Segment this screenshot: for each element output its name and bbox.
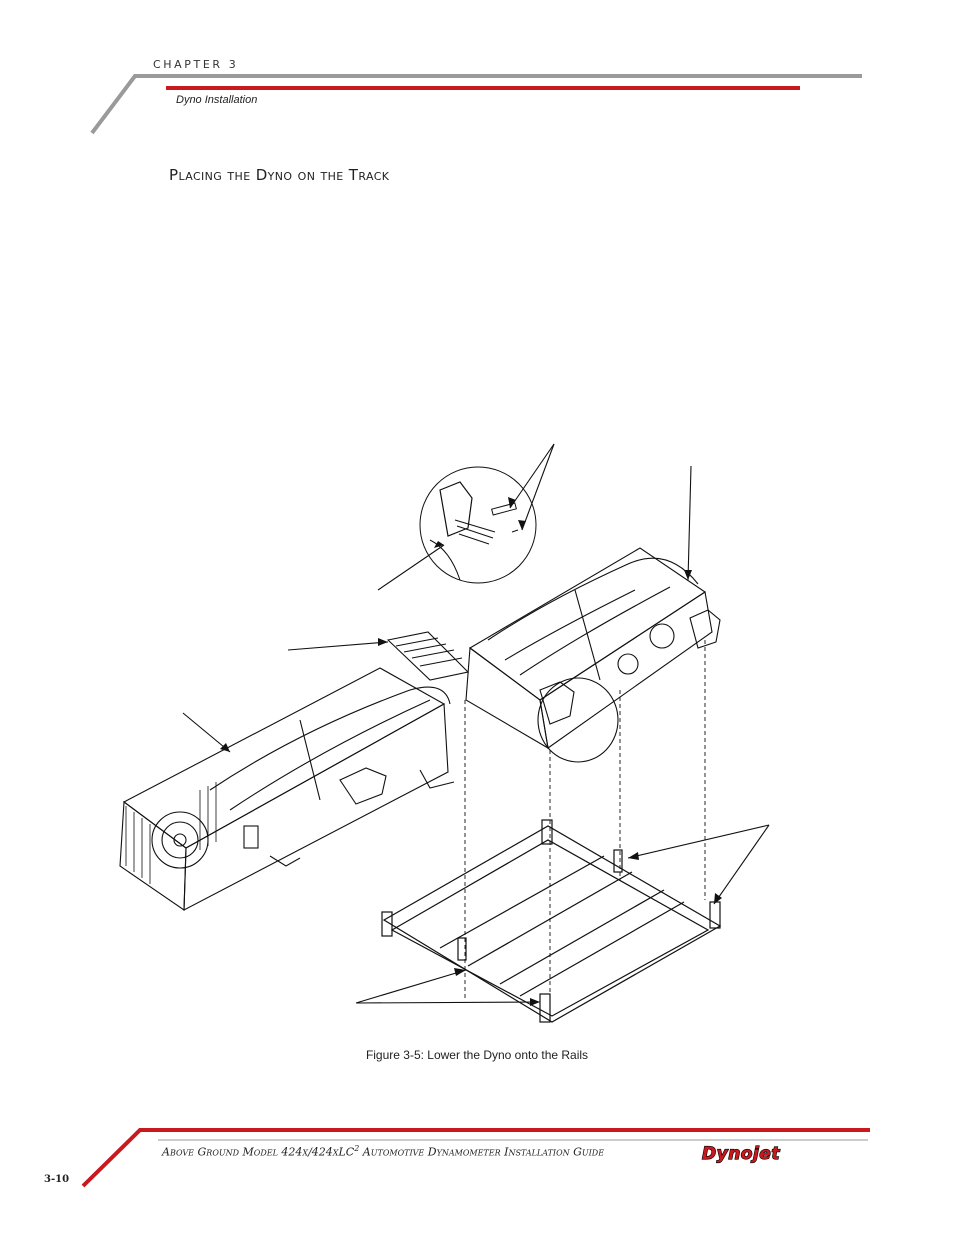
footer-rules [81, 1128, 870, 1188]
header-rules [90, 74, 862, 135]
header-gray-rule [90, 74, 862, 135]
rail-frame [381, 819, 722, 1023]
footer-red-rule [81, 1128, 870, 1188]
logo-text: Dynojet [702, 1144, 780, 1164]
footer-title-superscript: 2 [354, 1144, 360, 1153]
footer-title-main: Above Ground Model 424x/424xLC [162, 1145, 355, 1159]
footer-title-rest: Automotive Dynamometer Installation Guid… [359, 1145, 605, 1159]
detail-circle [419, 466, 537, 584]
figure-caption: Figure 3-5: Lower the Dyno onto the Rail… [365, 1048, 589, 1062]
installed-dyno [119, 667, 455, 912]
lifted-dyno [386, 547, 721, 763]
drop-guides [464, 640, 706, 1000]
callout-leaders [182, 443, 770, 1004]
page-number: 3-10 [44, 1174, 70, 1185]
dynojet-logo: Dynojet [701, 1143, 780, 1164]
chapter-label: CHAPTER 3 [153, 58, 239, 71]
section-name: Dyno Installation [176, 94, 258, 106]
footer-document-title: Above Ground Model 424x/424xLC2 Automoti… [162, 1144, 604, 1159]
callout-arrowheads [220, 497, 722, 1006]
page-heading: Placing the Dyno on the Track [169, 166, 390, 184]
dyno-rails-illustration [119, 443, 770, 1023]
